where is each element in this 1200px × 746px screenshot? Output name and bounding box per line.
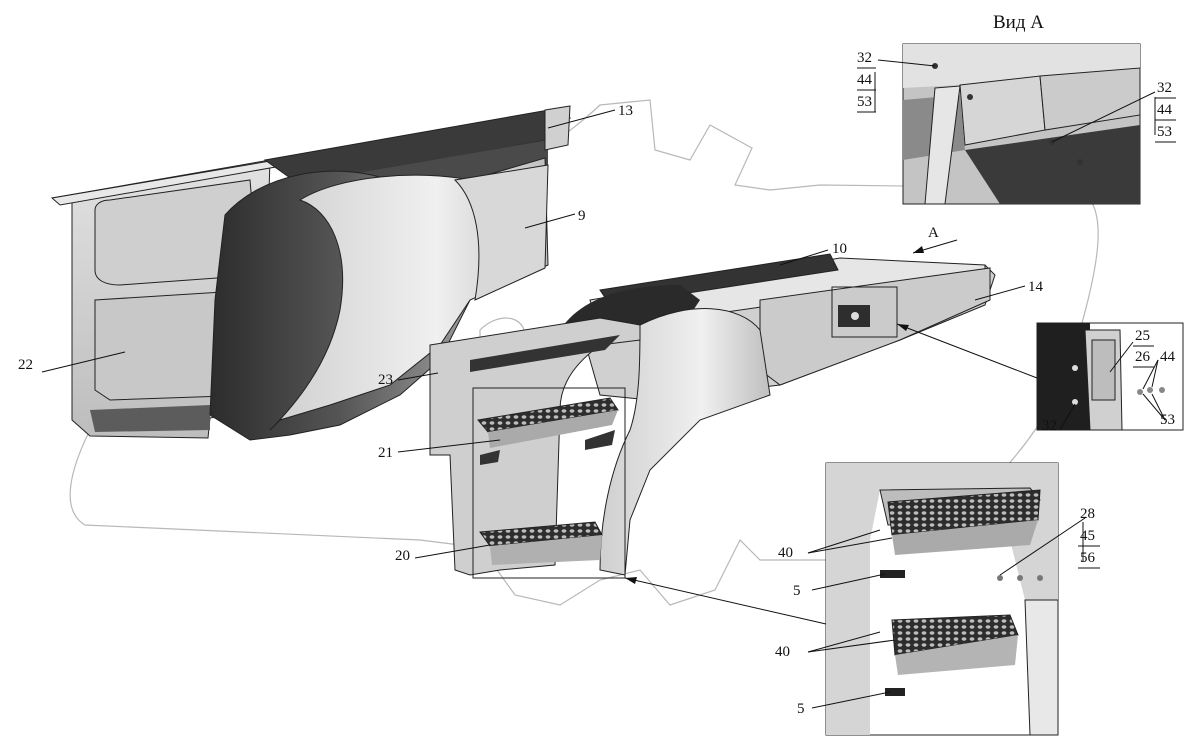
view-a-title: Вид А xyxy=(993,12,1044,33)
view-direction-label: А xyxy=(928,225,939,241)
callout-10: 10 xyxy=(832,241,847,257)
view-a-left-32: 32 xyxy=(857,50,872,66)
bracket-callout-44: 44 xyxy=(1160,349,1176,365)
frame-bracket-source xyxy=(831,286,898,338)
view-direction-arrowhead xyxy=(913,246,924,253)
bracket-callout-26: 26 xyxy=(1135,349,1151,365)
steps-callout-5-upper: 5 xyxy=(793,583,801,599)
arrow-to-bracket-detail xyxy=(896,323,1038,379)
leader-lines xyxy=(41,59,1166,709)
steps-callout-40-upper: 40 xyxy=(778,545,793,561)
callout-22: 22 xyxy=(18,357,33,373)
steps-callout-56: 56 xyxy=(1080,550,1096,566)
callout-14: 14 xyxy=(1028,279,1044,295)
callout-9: 9 xyxy=(578,208,586,224)
view-a-left-53: 53 xyxy=(857,94,872,110)
bracket-callout-32: 32 xyxy=(1042,418,1057,434)
view-a-right-53: 53 xyxy=(1157,124,1172,140)
callout-23: 23 xyxy=(378,372,393,388)
bracket-callout-53: 53 xyxy=(1160,412,1175,428)
bracket-callout-25: 25 xyxy=(1135,328,1150,344)
steps-detail-inset xyxy=(825,462,1059,736)
frame-steps-source xyxy=(472,387,626,579)
view-a-inset xyxy=(902,43,1141,205)
view-a-left-44: 44 xyxy=(857,72,873,88)
steps-callout-28: 28 xyxy=(1080,506,1095,522)
steps-callout-40-lower: 40 xyxy=(775,644,790,660)
steps-callout-45: 45 xyxy=(1080,528,1095,544)
bracket-detail-inset xyxy=(1036,322,1184,431)
arrowhead-bracket xyxy=(897,324,909,331)
left-fender-assembly xyxy=(50,105,572,441)
arrow-to-steps-detail xyxy=(624,577,827,625)
callout-21: 21 xyxy=(378,445,393,461)
steps-callout-5-lower: 5 xyxy=(797,701,805,717)
arrowhead-steps xyxy=(625,577,637,584)
view-a-right-32: 32 xyxy=(1157,80,1172,96)
right-fender-assembly xyxy=(429,253,996,576)
callout-20: 20 xyxy=(395,548,410,564)
view-a-right-44: 44 xyxy=(1157,102,1173,118)
callout-13: 13 xyxy=(618,103,633,119)
